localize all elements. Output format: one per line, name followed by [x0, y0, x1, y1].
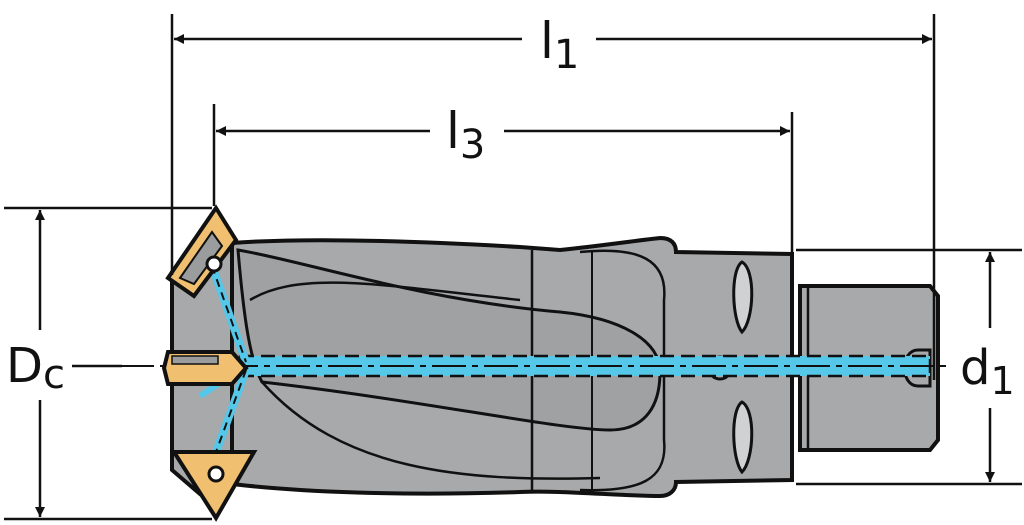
dimension-labels: l1 l3 Dc d1	[6, 12, 1015, 403]
insert-bottom-screw	[207, 465, 225, 483]
flute-groove	[236, 248, 662, 432]
inserts	[161, 204, 258, 522]
coolant-branch-upper-outline	[211, 265, 247, 363]
label-d1: d1	[960, 340, 1015, 403]
drive-slot-bottom	[732, 400, 754, 475]
flute-lower-line	[261, 381, 601, 480]
flute-inner-line	[249, 281, 521, 302]
label-dc: Dc	[6, 338, 65, 398]
coolant-channels	[120, 264, 950, 454]
label-l1: l1	[540, 12, 579, 78]
insert-top-screw	[205, 255, 223, 273]
insert-bottom	[170, 450, 258, 522]
insert-middle-edge	[171, 355, 219, 365]
dimension-lines	[4, 14, 1022, 521]
insert-top-rake	[178, 230, 224, 286]
label-l3: l3	[446, 102, 485, 168]
coolant-branch-lower-outline	[215, 369, 247, 453]
drive-slot-top	[732, 260, 754, 335]
